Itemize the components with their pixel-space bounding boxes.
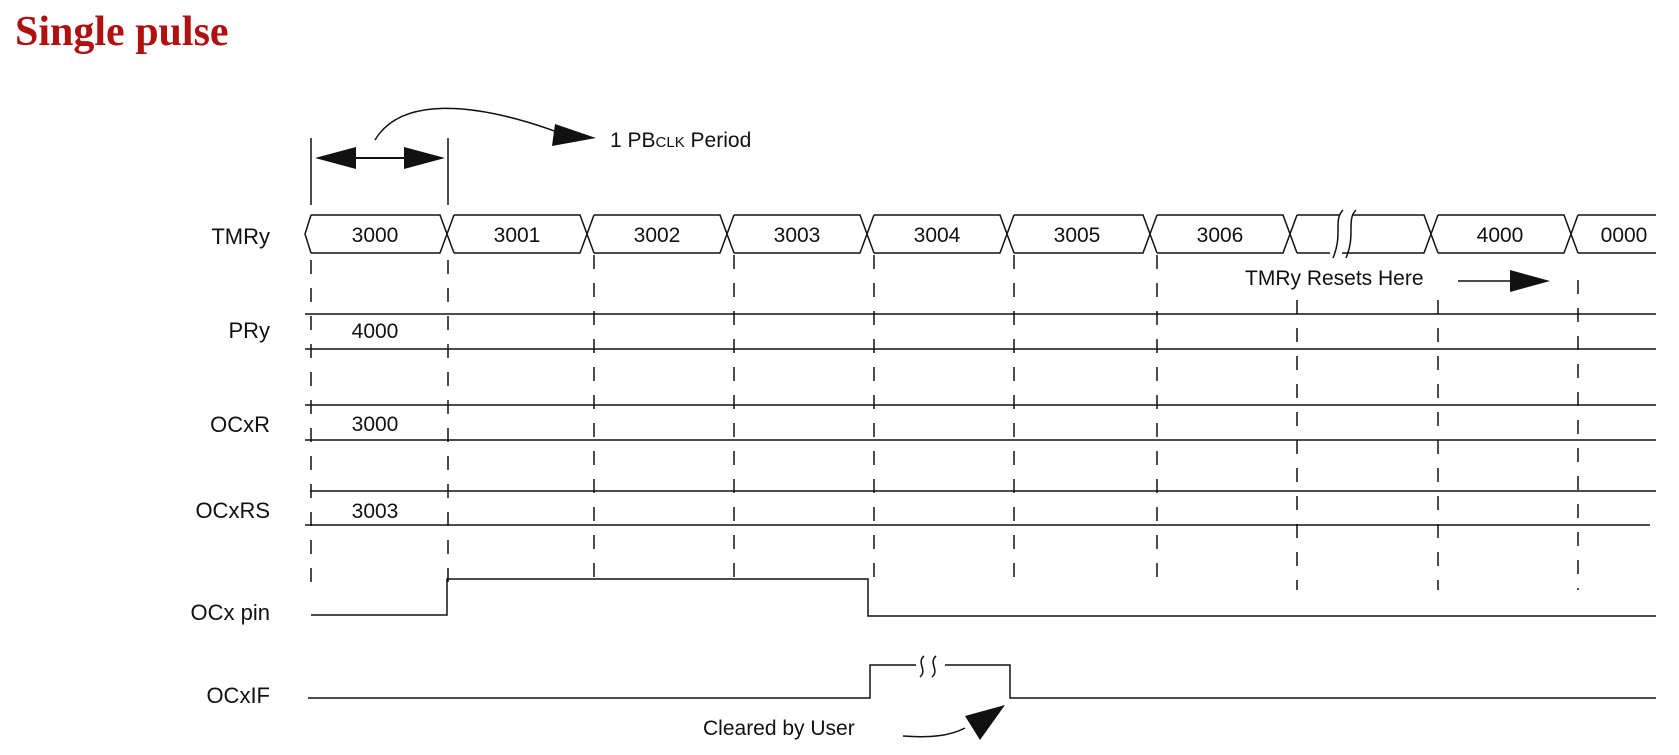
- tmr-break-mark: [1332, 209, 1357, 259]
- tmr-value: 4000: [1477, 224, 1524, 247]
- ocxr-bus: [305, 404, 1656, 441]
- page-title: Single pulse: [15, 9, 229, 55]
- pry-value: 4000: [352, 320, 399, 343]
- period-label: 1 PBCLK Period: [610, 129, 751, 152]
- clock-edge-guides: [310, 255, 1579, 590]
- pry-bus: [305, 313, 1656, 350]
- ocxr-value: 3000: [352, 413, 399, 436]
- tmr-value: 3006: [1197, 224, 1244, 247]
- signal-label-ocxr: OCxR: [210, 412, 270, 437]
- tmr-value: 3001: [494, 224, 541, 247]
- ocxif-break-mark: [919, 655, 937, 678]
- tmr-value: 3002: [634, 224, 681, 247]
- ocxif-waveform: [308, 664, 1656, 699]
- period-callout-arrow: [374, 107, 596, 146]
- tmr-value: 3005: [1054, 224, 1101, 247]
- cleared-by-user-arrow: [902, 705, 1005, 740]
- signal-label-ocx-pin: OCx pin: [191, 600, 270, 625]
- cleared-by-user-label: Cleared by User: [703, 717, 855, 740]
- tmr-reset-label: TMRy Resets Here: [1245, 267, 1424, 290]
- ocxrs-bus: [305, 490, 1656, 526]
- ocxrs-value: 3003: [352, 500, 399, 523]
- tmr-value: 3004: [914, 224, 961, 247]
- signal-label-pry: PRy: [228, 318, 270, 343]
- tmr-bus: [304, 214, 1656, 254]
- signal-label-ocxif: OCxIF: [206, 683, 270, 708]
- tmr-value: 3003: [774, 224, 821, 247]
- signal-label-ocxrs: OCxRS: [195, 498, 270, 523]
- signal-label-tmry: TMRy: [211, 224, 270, 249]
- tmr-reset-arrow: [1458, 270, 1550, 292]
- period-double-arrow: [315, 147, 445, 169]
- tmr-value: 0000: [1601, 224, 1648, 247]
- ocx-pin-waveform: [311, 578, 1656, 617]
- tmr-value: 3000: [352, 224, 399, 247]
